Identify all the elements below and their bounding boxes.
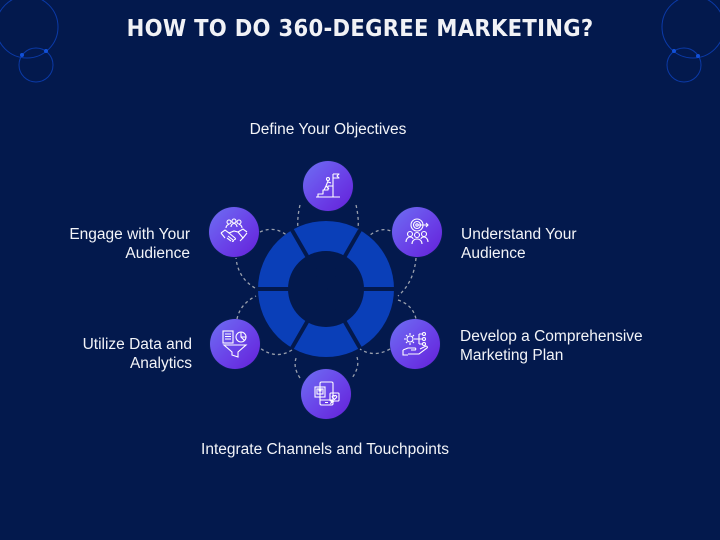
step-label-line: Analytics: [129, 355, 192, 372]
step-node-engage-audience: [209, 207, 259, 257]
handshake-people-icon: [220, 218, 248, 242]
decorative-circles-left: [0, 0, 59, 83]
step-label-line: Define Your Objectives: [249, 121, 407, 138]
step-node-understand-audience: [392, 207, 442, 257]
step-label-integrate-channels: Integrate Channels and Touchpoints: [160, 440, 490, 459]
gear-hand-network-icon: [402, 331, 428, 356]
devices-heart-icon: [314, 381, 340, 406]
step-label-line: Marketing Plan: [460, 347, 564, 364]
step-label-develop-plan: Develop a Comprehensive Marketing Plan: [460, 327, 643, 365]
step-label-line: Utilize Data and: [82, 336, 192, 353]
step-node-utilize-data: [210, 319, 260, 369]
step-node-integrate-channels: [301, 369, 351, 419]
step-label-line: Understand Your: [461, 226, 577, 243]
target-audience-icon: [405, 218, 429, 245]
step-label-line: Develop a Comprehensive: [460, 328, 643, 345]
climbing-stairs-flag-icon: [316, 173, 340, 198]
step-node-develop-plan: [390, 319, 440, 369]
step-label-line: Audience: [125, 245, 190, 262]
step-label-line: Engage with Your: [69, 226, 190, 243]
step-label-line: Audience: [461, 245, 526, 262]
report-chart-funnel-icon: [222, 330, 248, 358]
step-node-define-objectives: [303, 161, 353, 211]
step-label-engage-audience: Engage with Your Audience: [40, 225, 190, 263]
step-label-understand-audience: Understand Your Audience: [461, 225, 576, 263]
step-label-define-objectives: Define Your Objectives: [228, 120, 428, 139]
center-ring: [256, 221, 396, 357]
step-label-utilize-data: Utilize Data and Analytics: [40, 335, 192, 373]
decorative-circles-right: [661, 0, 720, 83]
step-label-line: Integrate Channels and Touchpoints: [201, 441, 449, 458]
page-title: HOW TO DO 360-DEGREE MARKETING?: [126, 16, 594, 42]
